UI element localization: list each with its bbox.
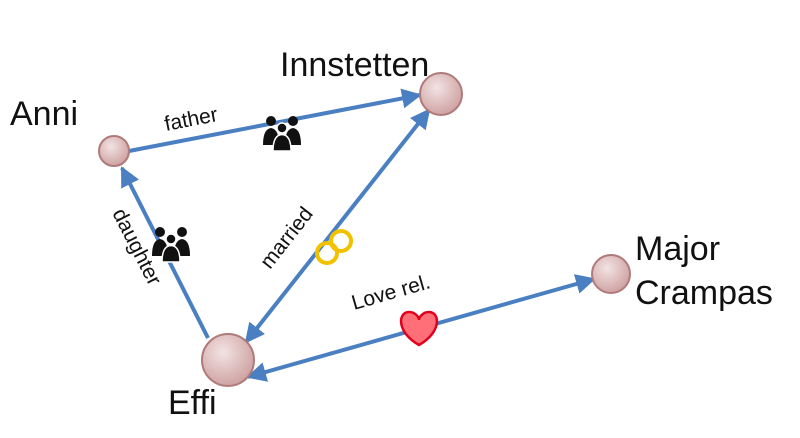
family-icon xyxy=(263,116,301,152)
family-icon xyxy=(152,227,190,263)
node-label-effi: Effi xyxy=(168,384,217,422)
heart-icon xyxy=(400,310,438,347)
node-label-innstetten: Innstetten xyxy=(280,46,429,84)
node-label-anni: Anni xyxy=(10,95,78,133)
node-effi xyxy=(201,333,255,387)
node-crampas xyxy=(591,254,631,294)
node-label-crampas-line1: Major xyxy=(635,230,720,268)
edge-label-love: Love rel. xyxy=(349,270,433,314)
node-label-crampas-line2: Crampas xyxy=(635,274,773,312)
node-anni xyxy=(98,135,130,167)
edge-label-father: father xyxy=(163,103,220,136)
node-innstetten xyxy=(419,72,463,116)
wedding-rings-icon xyxy=(315,229,353,265)
